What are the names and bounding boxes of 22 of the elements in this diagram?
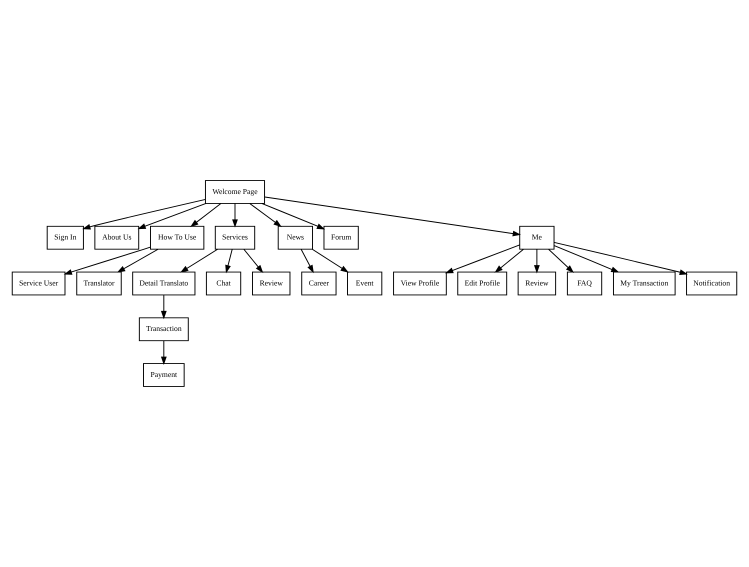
arrow — [190, 203, 222, 228]
arrow — [232, 203, 238, 228]
arrow — [82, 198, 206, 230]
arrow — [445, 244, 520, 274]
arrow — [548, 248, 574, 273]
arrow — [494, 248, 524, 273]
arrow — [225, 248, 233, 274]
arrow — [534, 248, 540, 274]
arrow — [180, 248, 218, 273]
arrow — [64, 246, 151, 275]
arrow — [300, 248, 314, 274]
arrow — [249, 203, 282, 228]
arrow — [312, 248, 349, 273]
arrow — [160, 340, 167, 365]
arrow — [554, 245, 620, 273]
arrow — [264, 196, 521, 236]
arrow — [160, 294, 167, 320]
arrow — [554, 242, 688, 275]
arrow — [137, 202, 206, 230]
arrow — [261, 202, 326, 230]
arrow — [116, 248, 159, 273]
arrow — [243, 248, 264, 274]
